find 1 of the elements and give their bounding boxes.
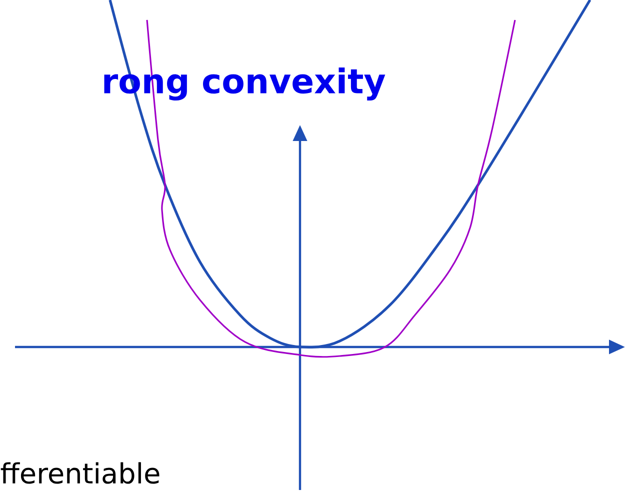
text-label: fferentiable: [0, 462, 160, 484]
